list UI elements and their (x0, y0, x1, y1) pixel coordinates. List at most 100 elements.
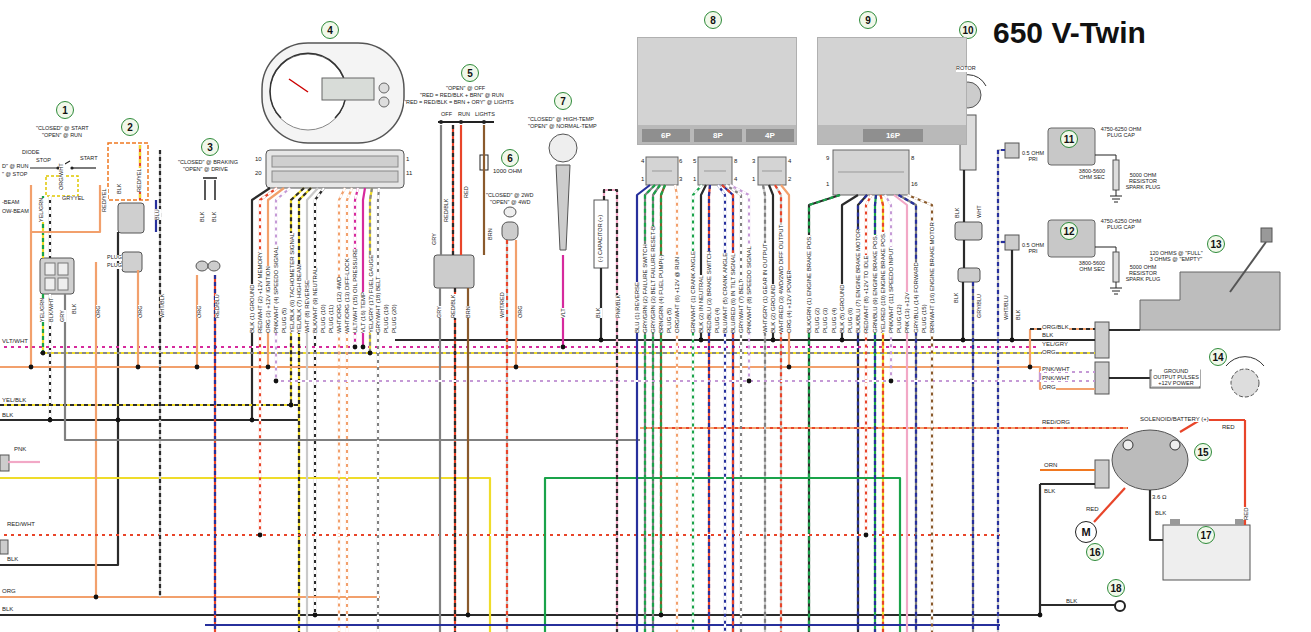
wire (137, 270, 139, 367)
wire (894, 195, 907, 632)
junction-dot (29, 338, 1043, 618)
wire (339, 185, 677, 632)
wire (468, 125, 932, 632)
wire (31, 185, 100, 232)
gauge-art (289, 79, 308, 92)
wire (661, 185, 665, 615)
wire (722, 185, 733, 632)
wire-label: VLT (16) TEMP (360, 292, 366, 333)
wire-label: ORN (1044, 462, 1057, 468)
wire-label: VLT/WHT (2, 338, 28, 344)
wire (8, 190, 907, 632)
wire (205, 624, 1000, 626)
wire (604, 190, 617, 632)
sender-art (1109, 377, 1150, 379)
wire-label: RED/BLK (444, 198, 450, 222)
wire-label: WHT (977, 205, 983, 218)
wire-label: GRY/BLU (977, 294, 983, 318)
wire-label: YEL/BLK (2, 397, 26, 403)
junction-dot (840, 338, 845, 343)
wire (866, 195, 872, 535)
wire-label: ORG (2, 588, 16, 594)
junction-dot (699, 338, 704, 343)
wire (0, 478, 490, 632)
wire (160, 150, 1005, 632)
wire-label: ORG (4) +12V POWER (786, 270, 792, 333)
callout-number: 3 (201, 138, 219, 156)
wire-label: 1 (641, 176, 644, 182)
wire (483, 125, 485, 255)
wire (270, 380, 1040, 382)
wire-label: 2 (788, 176, 791, 182)
callout-number: 7 (554, 92, 572, 110)
wire (899, 195, 974, 632)
wire (998, 150, 1005, 632)
callout-number: 4 (321, 21, 339, 39)
switch-art (549, 134, 577, 162)
gauge-art (379, 97, 389, 107)
wire (675, 185, 677, 632)
wire-label: OW-BEAM (2, 209, 29, 215)
wire (453, 125, 455, 632)
wire (460, 125, 462, 255)
switch-art (482, 120, 486, 124)
wire-label: GRY/WHT (18) BELT (375, 276, 381, 333)
junction-dot (29, 365, 34, 370)
wire-label: BRN (488, 228, 494, 240)
wire (378, 188, 379, 632)
switch-art (459, 120, 463, 124)
component-art (0, 455, 9, 471)
wire-label: BLU/WHT (5) CRANK ANGLE (722, 253, 728, 333)
junction-dot (961, 338, 966, 343)
wire-label: 5 (693, 158, 696, 164)
component-art (203, 178, 217, 200)
wire (299, 188, 311, 632)
node-text: 2 (127, 122, 133, 133)
wire-label: BRN/GRN (4) FUEL PUMP(-) (658, 255, 664, 333)
wire (1094, 488, 1125, 522)
coil-art (1113, 160, 1119, 190)
wire (600, 268, 602, 340)
wire-label: "OPEN" @ OFF (446, 86, 485, 92)
component-art (118, 203, 144, 233)
coil-art (1113, 252, 1119, 282)
wire-label: WHT/ORG (13) DIFF-LOCK (344, 258, 350, 333)
wire (440, 125, 442, 255)
coil-art (1048, 128, 1095, 165)
wire-label: 4750-6250 OHM PLUG CAP (1097, 126, 1145, 138)
wire-label: 1 (693, 176, 696, 182)
starter-art (1095, 430, 1250, 611)
callout-number: 1 (56, 101, 74, 119)
wire (315, 188, 324, 615)
wire (0, 534, 1000, 536)
junction-dot (771, 338, 776, 343)
junction-dot (250, 418, 255, 423)
junction-dot (561, 345, 566, 350)
node-text: 13 (1210, 239, 1221, 250)
callout-number: 18 (1107, 579, 1125, 597)
wire (1029, 329, 1031, 367)
wire (661, 185, 665, 615)
wire-label: RED/BLU (3) BRAKE SWITCH (706, 251, 712, 333)
callout-number: 13 (1207, 235, 1225, 253)
wire-label: 11 (406, 170, 412, 176)
wire-label: PNK (14, 446, 26, 452)
wire (962, 282, 964, 340)
sender-art (1230, 242, 1266, 292)
junction-dot (94, 595, 99, 600)
wire (0, 404, 300, 406)
starter-art (1115, 601, 1125, 611)
wire-label: GRY (432, 233, 438, 245)
coil-art (1095, 155, 1116, 160)
wire-label: ORG (197, 305, 203, 318)
node-text: 7 (560, 96, 566, 107)
wire-label: GRY/BLU (14) FORWARD (913, 262, 919, 333)
sender-art (1261, 228, 1272, 242)
wire (972, 282, 974, 632)
wire (270, 185, 1095, 381)
wire-label: BLK (1044, 488, 1055, 494)
wire (270, 185, 1095, 381)
wire-label: GRY (60, 310, 66, 322)
wire-label: 4 (788, 158, 791, 164)
wire (0, 188, 311, 632)
